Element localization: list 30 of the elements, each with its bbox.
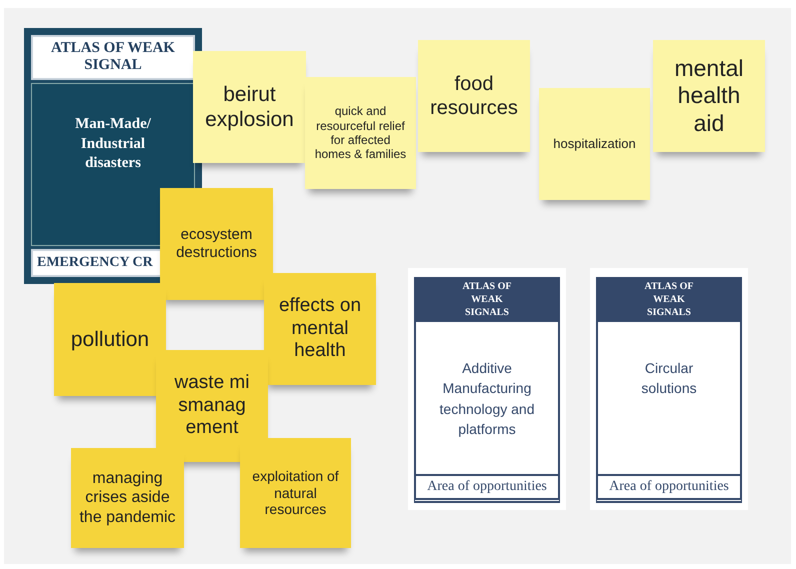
- sticky-note: [653, 40, 765, 152]
- sticky-note: [240, 438, 351, 548]
- sticky-note: [193, 51, 306, 163]
- note-text: pollution: [70, 326, 150, 352]
- card-header: ATLAS OF WEAK SIGNALS: [596, 277, 742, 322]
- note-text: waste mismanagement: [174, 372, 250, 440]
- sticky-note: [305, 77, 416, 189]
- note-text: quick and resourceful relief for affected homes & families: [314, 104, 406, 162]
- sticky-note: [160, 188, 273, 300]
- sticky-note: [156, 350, 268, 462]
- signal-card: [408, 268, 566, 510]
- note-text: beirut explosion: [204, 82, 294, 132]
- sticky-note: [418, 40, 530, 152]
- sticky-note: [539, 88, 650, 200]
- note-text: managing crises aside the pandemic: [78, 469, 177, 527]
- card-footer: Area of opportunities: [414, 474, 560, 503]
- card-header: ATLAS OF WEAK SIGNAL: [31, 35, 195, 80]
- sticky-note: [71, 448, 184, 548]
- sticky-note: [264, 273, 376, 385]
- note-text: food resources: [429, 72, 519, 120]
- note-text: effects on mental health: [278, 294, 362, 364]
- card-header: ATLAS OF WEAK SIGNALS: [414, 277, 560, 322]
- sticky-note: [54, 283, 166, 396]
- card-title: Additive Manufacturing technology and platforms: [414, 322, 560, 474]
- card-footer: Area of opportunities: [596, 474, 742, 503]
- signal-card: [590, 268, 748, 510]
- note-text: hospitalization: [552, 136, 637, 152]
- card-title: Circular solutions: [596, 322, 742, 474]
- note-text: mental health aid: [673, 54, 745, 138]
- note-text: exploitation of natural resources: [251, 468, 340, 518]
